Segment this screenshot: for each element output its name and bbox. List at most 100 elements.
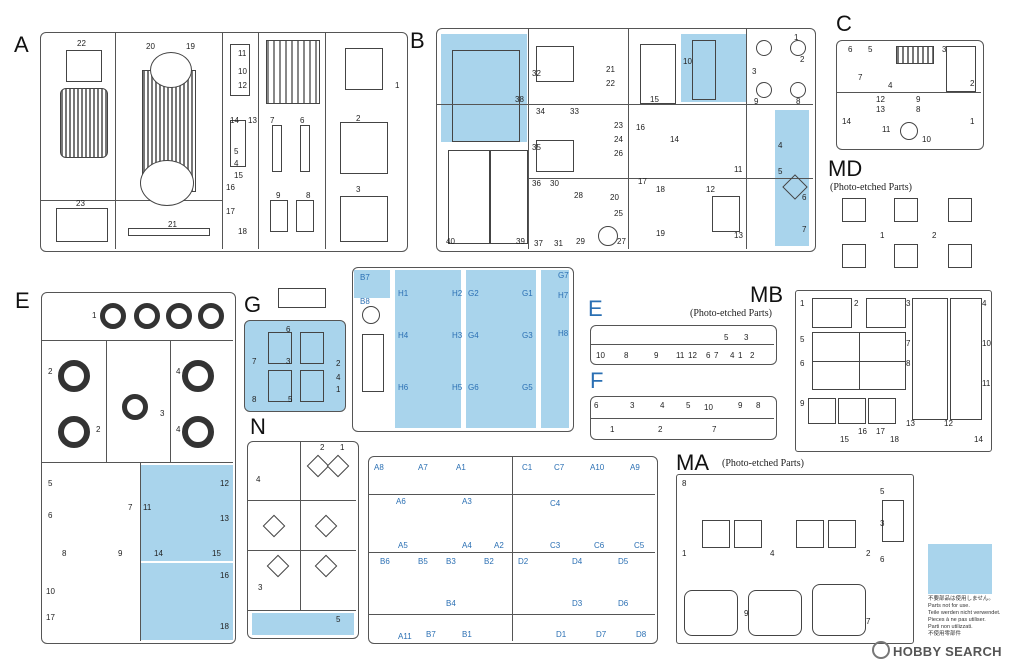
part-label: 5	[724, 333, 729, 342]
part-label: 3	[752, 67, 757, 76]
etched-MA	[796, 520, 824, 548]
sprue-MB-letter: MB	[750, 282, 783, 307]
part-label: B6	[380, 557, 390, 566]
part-label: B7	[360, 273, 370, 282]
part-label: 1	[682, 549, 687, 558]
part-label: 2	[866, 549, 871, 558]
part-label: 1	[880, 231, 885, 240]
runner	[41, 200, 222, 201]
part-label: 30	[550, 179, 559, 188]
part-label: 12	[238, 81, 247, 90]
note-line: 不要部品は使用しません。	[928, 596, 994, 602]
part-label: 7	[712, 425, 717, 434]
part-label: 4	[256, 475, 261, 484]
part-label: D3	[572, 599, 583, 608]
part-label: 2	[854, 299, 859, 308]
part-label: H5	[452, 383, 463, 392]
runner	[222, 33, 223, 249]
part-label: 3	[630, 401, 635, 410]
part-40	[448, 150, 490, 244]
etched-MB	[868, 398, 896, 424]
part-label: 13	[734, 231, 743, 240]
runner	[140, 463, 141, 641]
part-3	[756, 40, 772, 56]
runner	[591, 418, 774, 419]
part-8	[296, 200, 314, 232]
highlight-parts-17-18	[141, 563, 233, 640]
part-35	[536, 140, 574, 172]
part-23	[56, 208, 108, 242]
runner	[746, 29, 747, 249]
etched-MA	[748, 590, 802, 636]
part-grille	[266, 40, 320, 104]
part-label: 8	[682, 479, 687, 488]
part-label: 22	[77, 39, 86, 48]
part-label: 5	[234, 147, 239, 156]
part-9	[270, 200, 288, 232]
part-label: 4	[336, 373, 341, 382]
sprue-figures	[368, 456, 658, 644]
part-label: 21	[606, 65, 615, 74]
part-grille-C	[896, 46, 934, 64]
part-label: 8	[906, 359, 911, 368]
etched-MA	[702, 520, 730, 548]
part-6	[300, 125, 310, 172]
part-label: 5	[868, 45, 873, 54]
part-label: B7	[426, 630, 436, 639]
part-label: C1	[522, 463, 533, 472]
part-label: 19	[656, 229, 665, 238]
part-21	[128, 228, 210, 236]
part-label: C5	[634, 541, 645, 550]
part-label: 10	[46, 587, 55, 596]
part-label: 3	[258, 583, 263, 592]
part-label: D1	[556, 630, 567, 639]
watermark: HOBBY SEARCH	[872, 641, 1002, 659]
runner	[628, 29, 629, 249]
part-label: 2	[750, 351, 755, 360]
etched-MA	[828, 520, 856, 548]
part-label: 14	[974, 435, 983, 444]
part-label: 20	[146, 42, 155, 51]
part-label: D5	[618, 557, 629, 566]
runner	[325, 33, 326, 249]
part-label: 40	[446, 237, 455, 246]
part-label: 10	[982, 339, 991, 348]
part-label: B8	[360, 297, 370, 306]
part-label: 15	[212, 549, 221, 558]
runner	[258, 33, 259, 249]
part-label: 4	[982, 299, 987, 308]
part-label: G6	[468, 383, 479, 392]
part-label: D8	[636, 630, 647, 639]
etched-part	[842, 244, 866, 268]
part-spare-wheel-cover	[362, 334, 384, 392]
runner	[170, 341, 171, 462]
part-label: 3	[880, 519, 885, 528]
part-label: 2	[932, 231, 937, 240]
part-label: 13	[248, 116, 257, 125]
part-label: A10	[590, 463, 605, 472]
part-label: C4	[550, 499, 561, 508]
sprue-B-letter: B	[410, 28, 425, 53]
part-label: 22	[606, 79, 615, 88]
part-G-window	[268, 332, 292, 364]
part-label: 1	[738, 351, 743, 360]
etched-MA	[734, 520, 762, 548]
etched-MB	[812, 298, 852, 328]
part-label: 14	[670, 135, 679, 144]
part-label: B4	[446, 599, 456, 608]
part-label: G7	[558, 271, 569, 280]
part-label: 8	[62, 549, 67, 558]
part-label: 4	[888, 81, 893, 90]
sprue-F-letter: F	[590, 368, 604, 393]
part-1-rim	[134, 303, 160, 329]
sprue-E-small	[590, 325, 777, 365]
part-label: B5	[418, 557, 428, 566]
part-label: G3	[522, 331, 533, 340]
part-10	[692, 40, 716, 100]
part-label: H2	[452, 289, 463, 298]
part-3	[340, 196, 388, 242]
runner	[300, 442, 301, 610]
etched-part	[894, 198, 918, 222]
part-39	[490, 150, 528, 244]
part-8	[790, 82, 806, 98]
